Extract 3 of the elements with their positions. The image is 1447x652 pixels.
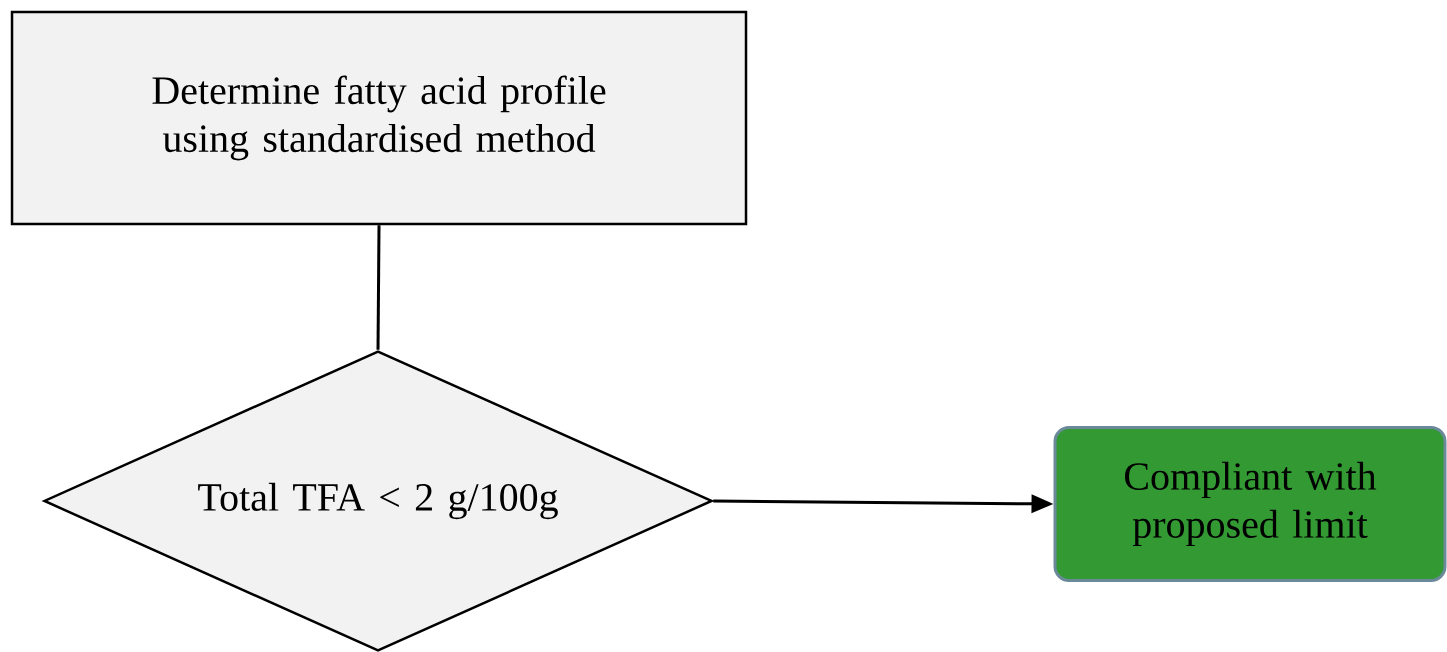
result-box: Compliant with proposed limit <box>1053 426 1447 582</box>
connector-line <box>376 225 381 350</box>
process-box: Determine fatty acid profile using standardised method <box>10 10 748 226</box>
